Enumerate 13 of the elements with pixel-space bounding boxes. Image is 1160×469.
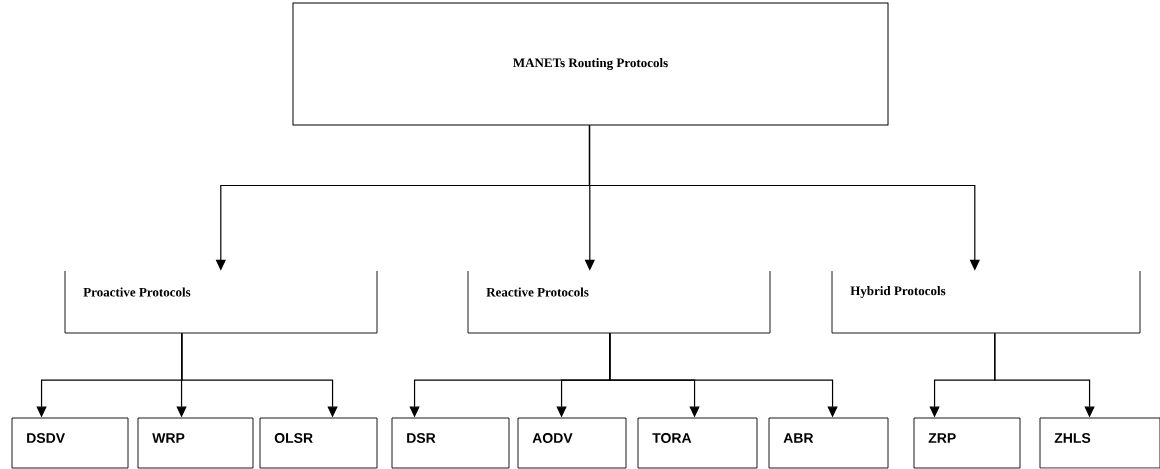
category-box: Proactive Protocols [64,270,378,334]
protocol-box: OLSR [259,417,378,469]
category-box: Reactive Protocols [467,270,771,334]
protocol-box: TORA [637,417,758,469]
protocol-box: WRP [137,417,254,469]
protocol-box: ZRP [913,417,1021,469]
protocol-box: ZHLS [1039,417,1160,469]
protocol-box: DSR [391,417,510,469]
protocol-box: DSDV [11,417,129,469]
category-box: Hybrid Protocols [831,270,1141,334]
protocol-box: ABR [768,417,889,469]
protocol-box: AODV [517,417,627,469]
title-box: MANETs Routing Protocols [292,2,889,126]
